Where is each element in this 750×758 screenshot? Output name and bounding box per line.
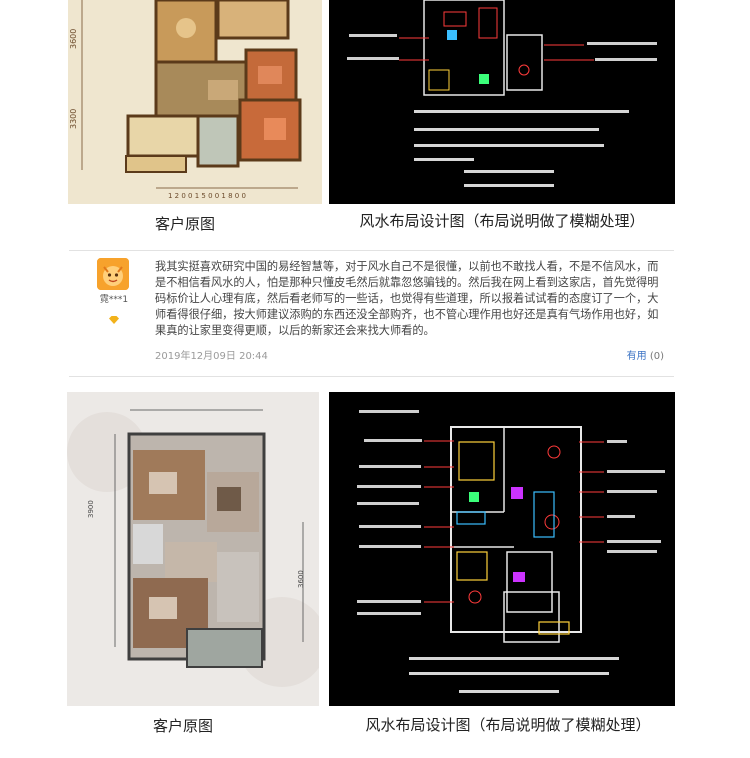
fengshui-design-image-1 [329,0,675,204]
user-avatar[interactable] [97,258,129,290]
fengshui-design-image-2 [329,392,675,706]
client-floorplan-image-2: 3900 3600 [67,392,319,706]
svg-text:1 2 0 0 1 5 0 0 1 8 0 0: 1 2 0 0 1 5 0 0 1 8 0 0 [168,192,246,200]
design-caption-2: 风水布局设计图（布局说明做了模糊处理） [365,716,651,734]
useful-label[interactable]: 有用 [626,351,647,362]
design-caption-1: 风水布局设计图（布局说明做了模糊处理） [359,212,645,230]
original-caption-2: 客户原图 [152,717,213,735]
svg-text:3300: 3300 [69,109,78,129]
username[interactable]: 霓***1 [99,295,129,305]
member-level-diamond-icon [109,309,119,324]
svg-text:3600: 3600 [69,29,78,49]
client-floorplan-image-1: 3600 3300 1 2 0 0 1 5 0 0 1 8 0 0 [68,0,322,204]
svg-text:3900: 3900 [87,500,95,518]
svg-text:3600: 3600 [297,570,305,588]
useful-vote-button[interactable]: 有用 (0) [604,347,664,362]
divider-top [69,250,674,251]
original-caption-1: 客户原图 [154,215,215,233]
review-text: 我其实挺喜欢研究中国的易经智慧等，对于风水自己不是很懂，以前也不敢找人看，不是不… [155,260,659,337]
review-date: 2019年12月09日 20:44 [155,351,268,362]
useful-count: (0) [649,351,664,362]
divider-bottom [69,376,674,377]
